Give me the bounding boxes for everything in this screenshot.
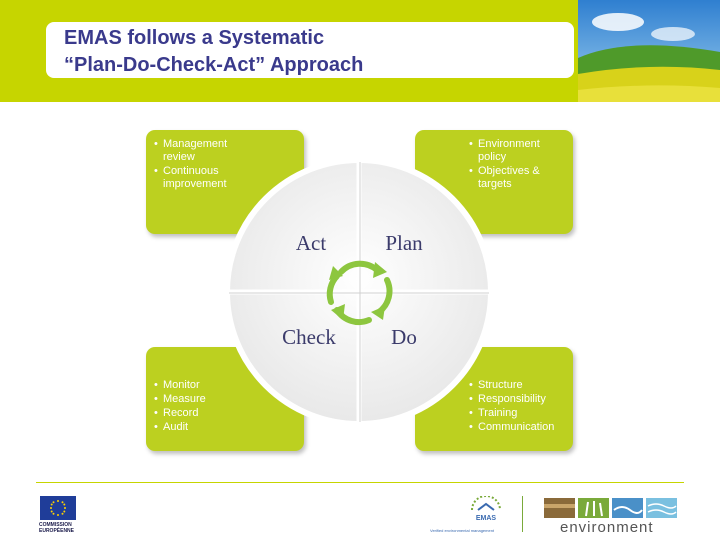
plan-box: Environment policy Objectives & targets [415,130,573,234]
footer-divider [36,482,684,483]
page-title-line-2: “Plan-Do-Check-Act” Approach [64,54,364,76]
emas-label: EMAS [476,515,497,522]
eu-flag-icon [40,496,76,520]
do-item: Responsibility [469,393,569,406]
quadrant-label-check: Check [282,325,336,349]
act-item: Management review [154,138,244,164]
quadrant-label-act: Act [296,231,326,255]
check-item: Measure [154,393,244,406]
pdca-wheel: Act Plan Check Do [224,157,494,427]
act-item: Continuous improvement [154,165,244,191]
emas-tagline: Verified environmental management [430,528,495,533]
check-item: Monitor [154,379,244,392]
environment-logo-tiles [544,498,677,518]
quadrant-label-do: Do [391,325,417,349]
do-item: Structure [469,379,569,392]
plan-item: Environment policy [469,138,565,164]
landscape-photo [578,0,720,102]
plan-item: Objectives & targets [469,165,565,191]
emas-logo-icon: EMAS [471,496,501,522]
cycle-arrowheads [329,262,387,320]
page-title-line-1: EMAS follows a Systematic [64,27,325,49]
do-item: Training [469,407,569,420]
footer-separator [522,496,523,532]
environment-label: environment [560,519,654,536]
air-tile-icon [646,498,677,518]
eu-commission-label: COMMISSION EUROPÉENNE [39,522,75,534]
check-item: Audit [154,421,244,434]
title-box: EMAS follows a Systematic “Plan-Do-Check… [46,22,574,78]
do-item: Communication [469,421,569,434]
quadrant-label-plan: Plan [385,231,423,255]
check-item: Record [154,407,244,420]
